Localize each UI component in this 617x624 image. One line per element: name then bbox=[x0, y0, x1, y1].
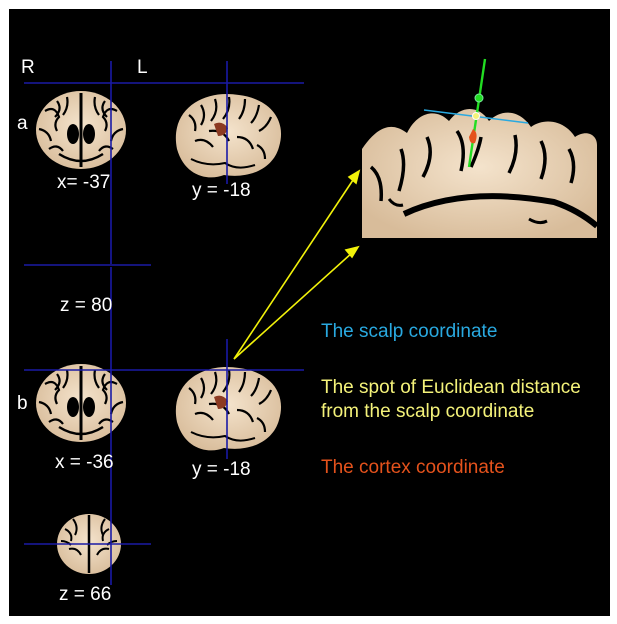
legend-scalp: The scalp coordinate bbox=[321, 320, 497, 344]
spot-marker bbox=[473, 113, 480, 120]
panel-a-label: a bbox=[17, 113, 28, 135]
coronal-caption-b: x = -36 bbox=[55, 452, 114, 474]
coronal-brain-a bbox=[36, 91, 126, 169]
legend-cortex: The cortex coordinate bbox=[321, 456, 505, 480]
coronal-caption-a: x= -37 bbox=[57, 172, 110, 194]
legend-spot-line2: from the scalp coordinate bbox=[321, 400, 581, 424]
left-orientation-label: L bbox=[137, 57, 148, 79]
sagittal-caption-a: y = -18 bbox=[192, 180, 251, 202]
legend-spot: The spot of Euclidean distance from the … bbox=[321, 376, 581, 424]
axial-caption-b: z = 66 bbox=[59, 584, 111, 606]
sagittal-brain-a bbox=[176, 94, 281, 177]
trajectory-marker bbox=[475, 94, 483, 102]
figure-canvas: R L a x= -37 y = -18 z = 80 b x = -36 y … bbox=[9, 9, 610, 616]
sagittal-brain-b bbox=[176, 367, 281, 450]
legend-spot-line1: The spot of Euclidean distance bbox=[321, 376, 581, 400]
coronal-brain-b bbox=[36, 364, 126, 442]
zoom-inset bbox=[362, 109, 597, 240]
right-orientation-label: R bbox=[21, 57, 35, 79]
panel-b-label: b bbox=[17, 393, 28, 415]
axial-caption-a: z = 80 bbox=[60, 295, 112, 317]
sagittal-caption-b: y = -18 bbox=[192, 459, 251, 481]
